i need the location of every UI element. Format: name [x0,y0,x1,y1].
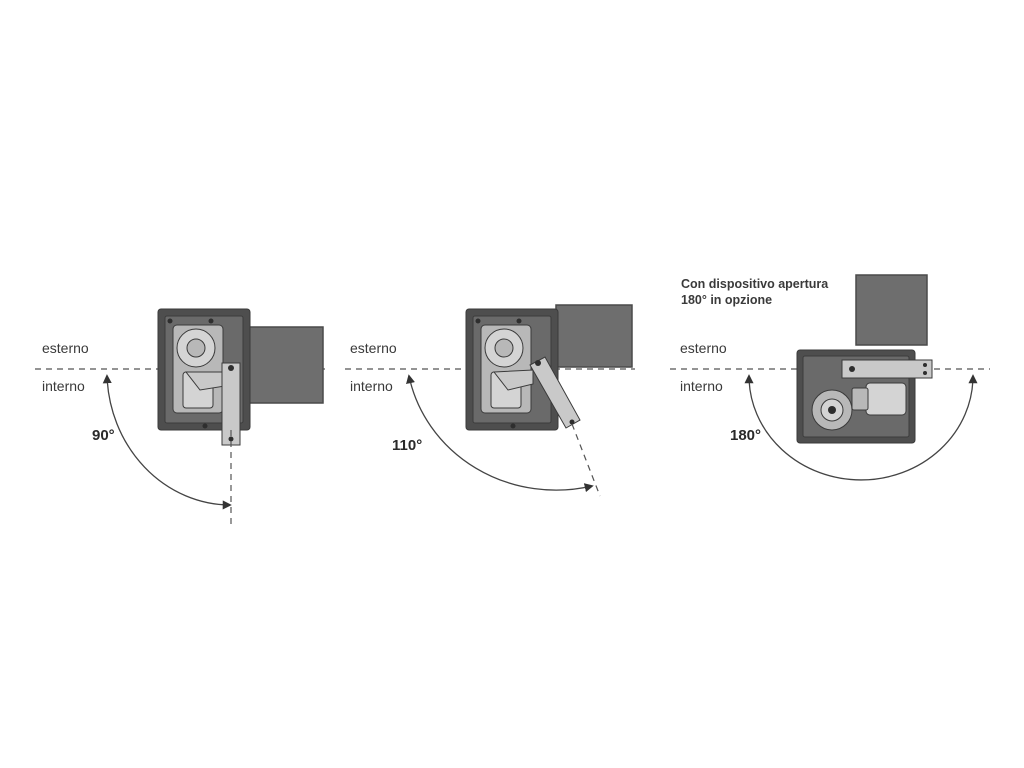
panel-110: esterno interno 110° [345,304,635,497]
angle-label: 180° [730,427,761,444]
panel-180: Con dispositivo apertura 180° in opzione… [670,274,990,481]
drive-arm [841,359,933,379]
outside-label: esterno [42,340,89,356]
opening-arc [102,374,232,510]
gate-leaf [244,326,324,404]
inside-label: interno [42,378,85,394]
gate-leaf [855,274,928,346]
angle-label: 110° [392,437,422,454]
outside-label: esterno [350,340,397,356]
opening-arc [744,374,978,481]
option-note-line-2: 180° in opzione [681,293,772,307]
inside-label: interno [350,378,393,394]
outside-label: esterno [680,340,727,356]
inside-label: interno [680,378,723,394]
panel-90: esterno interno 90° [35,308,325,528]
angle-label: 90° [92,427,115,444]
gate-leaf [555,304,633,368]
option-note-line-1: Con dispositivo apertura [681,277,829,291]
open-position-line [571,423,601,497]
opening-arc [406,374,594,493]
